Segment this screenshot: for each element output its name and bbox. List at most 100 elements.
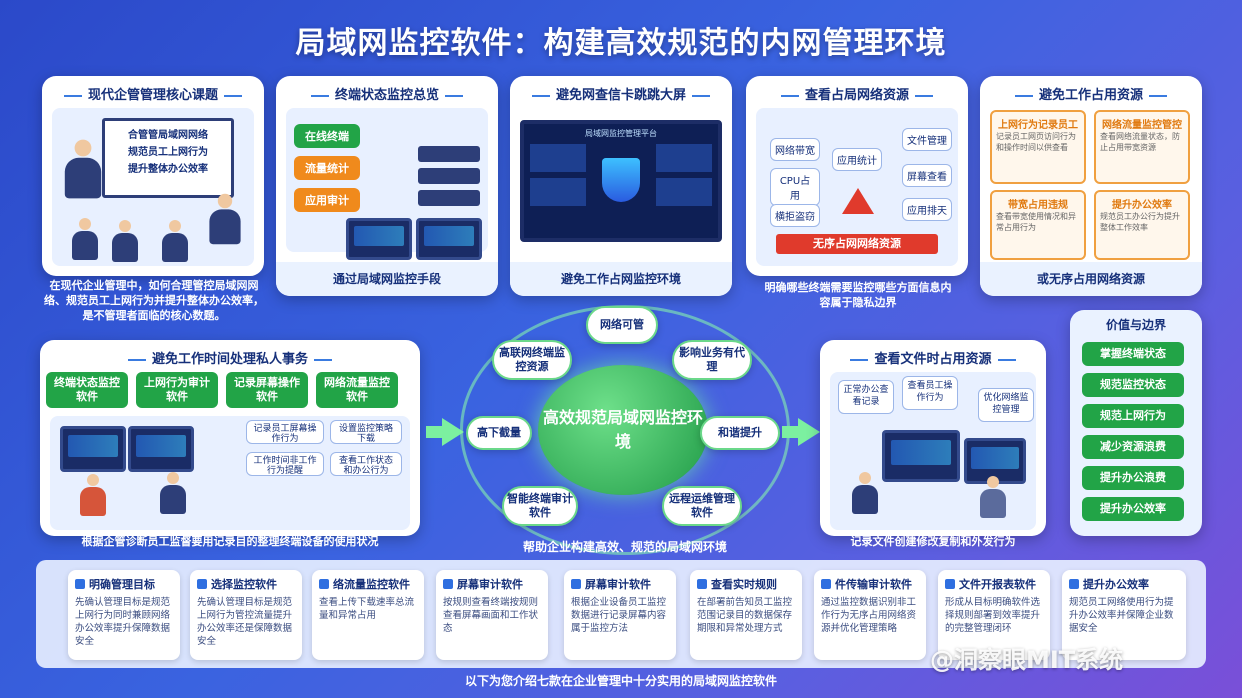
employee-person — [852, 472, 878, 514]
card-header: 避免网查信卡跳跳大屏 — [510, 76, 732, 103]
employee-person — [980, 476, 1006, 518]
value-item: 提升办公浪费 — [1082, 466, 1184, 490]
step-card: 件传输审计软件通过监控数据识别非工作行为无序占用网络资源并优化管理策略 — [814, 570, 926, 660]
step-desc: 先确认管理目标是规范上网行为同时兼顾网络办公效率提升保障数据安全 — [75, 597, 171, 647]
tag-terminal-status: 终端状态监控软件 — [46, 372, 128, 408]
note: 设置监控策略下载 — [330, 420, 402, 444]
info-box-desc: 查看网络流量状态，防止占用带宽资源 — [1100, 132, 1180, 152]
office-illustration: 正常办公查看记录 查看员工操作行为 优化网络监控管理 — [830, 372, 1036, 530]
attendee-person — [209, 193, 241, 245]
tag-behavior-audit: 上网行为审计软件 — [136, 372, 218, 408]
monitor-icon — [60, 426, 126, 472]
node-monitor-resources: 高联网终端监控资源 — [492, 340, 572, 380]
presenter-person — [64, 139, 102, 199]
speech-bubble: 查看员工操作行为 — [902, 376, 958, 410]
node-improve: 和谐提升 — [700, 416, 780, 450]
screen-title: 局域网监控管理平台 — [585, 129, 657, 138]
values-header: 价值与边界 — [1105, 318, 1166, 332]
tag-files: 文件管理 — [902, 128, 952, 151]
chart-panel — [656, 178, 712, 206]
step-title: 屏幕审计软件 — [443, 576, 541, 592]
card-header: 现代企管管理核心课题 — [42, 76, 264, 103]
card-caption: 通过局域网监控手段 — [276, 262, 498, 296]
banner-unordered: 无序占网网络资源 — [776, 234, 938, 254]
tag-app-ranking: 应用排天 — [902, 198, 952, 221]
step-title: 文件开报表软件 — [945, 576, 1043, 592]
right-mid-caption: 记录文件创建修改复制和外发行为 — [850, 535, 1016, 548]
page-title: 局域网监控软件：构建高效规范的内网管理环境 — [295, 26, 947, 61]
card-header: 终端状态监控总览 — [276, 76, 498, 103]
info-box-title: 提升办公效率 — [1112, 200, 1172, 211]
value-item: 提升办公效率 — [1082, 497, 1184, 521]
step-title: 提升办公效率 — [1069, 576, 1179, 592]
step-card: 明确管理目标先确认管理目标是规范上网行为同时兼顾网络办公效率提升保障数据安全 — [68, 570, 180, 660]
office-illustration: 记录员工屏幕操作行为 设置监控策略下载 工作时间非工作行为提醒 查看工作状态和办… — [50, 416, 410, 530]
step-card: 文件开报表软件形成从目标明确软件选择规则部署到效率提升的完整管理闭环 — [938, 570, 1050, 660]
step-desc: 形成从目标明确软件选择规则部署到效率提升的完整管理闭环 — [945, 597, 1041, 634]
tag-cpu: CPU占用 — [770, 168, 820, 206]
tag-bandwidth: 网络带宽 — [770, 138, 820, 161]
speech-bubble: 正常办公查看记录 — [838, 380, 894, 414]
value-item: 掌握终端状态 — [1082, 342, 1184, 366]
info-box: 提升办公效率 规范员工办公行为提升整体工作效率 — [1094, 190, 1190, 260]
tag-screen: 屏幕查看 — [902, 164, 952, 187]
info-box: 带宽占用违规 查看带宽使用情况和异常占用行为 — [990, 190, 1086, 260]
dashboard-screen: 局域网监控管理平台 — [520, 120, 722, 242]
tag-traffic: 流量统计 — [294, 156, 360, 180]
value-item: 规范监控状态 — [1082, 373, 1184, 397]
footer-text: 以下为您介绍七款在企业管理中十分实用的局域网监控软件 — [464, 674, 777, 688]
server-icon — [418, 190, 480, 206]
card-private-affairs: 避免工作时间处理私人事务 终端状态监控软件 上网行为审计软件 记录屏幕操作软件 … — [40, 340, 420, 536]
step-desc: 查看上传下载速率总流量和异常占用 — [319, 597, 415, 621]
step-card: 查看实时规则在部署前告知员工监控范围记录目的数据保存期限和异常处理方式 — [690, 570, 802, 660]
resource-illustration: 网络带宽 CPU占用 应用统计 横拒盗窃 文件管理 屏幕查看 应用排天 无序占网… — [756, 108, 958, 266]
chart-panel — [530, 144, 586, 172]
step-card: 屏幕审计软件按规则查看终端按规则查看屏幕画面和工作状态 — [436, 570, 548, 660]
tag-app-audit: 应用审计 — [294, 188, 360, 212]
speech-bubble: 优化网络监控管理 — [978, 388, 1034, 422]
card-avoid-resources: 避免工作占用资源 上网行为记录员工 记录员工网页访问行为和操作时间以供查看 网络… — [980, 76, 1202, 296]
info-box-title: 上网行为记录员工 — [998, 120, 1078, 131]
attendee-person — [112, 220, 138, 262]
flow-arrow-right-icon — [798, 418, 820, 446]
attendee-person — [162, 220, 188, 262]
board-line: 规范员工上网行为 — [128, 147, 208, 158]
monitor-icon — [416, 218, 482, 260]
step-card: 屏幕审计软件根据企业设备员工监控数据进行记录屏幕内容属于监控方法 — [564, 570, 676, 660]
node-download: 高下截量 — [466, 416, 532, 450]
info-box-desc: 规范员工办公行为提升整体工作效率 — [1100, 212, 1180, 232]
chart-panel — [530, 178, 586, 206]
step-title: 屏幕审计软件 — [571, 576, 669, 592]
info-box-desc: 查看带宽使用情况和异常占用行为 — [996, 212, 1076, 232]
info-box-title: 带宽占用违规 — [1008, 200, 1068, 211]
flow-arrow-right-icon — [442, 418, 464, 446]
step-card: 提升办公效率规范员工网络使用行为提升办公效率并保障企业数据安全 — [1062, 570, 1186, 660]
watermark: @洞察眼MIT系统 — [930, 646, 1124, 674]
step-title: 件传输审计软件 — [821, 576, 919, 592]
card-header: 查看占局网络资源 — [746, 76, 968, 103]
node-business: 影响业务有代理 — [672, 340, 752, 380]
card4-caption: 明确哪些终端需要监控哪些方面信息内容属于隐私边界 — [764, 281, 952, 309]
monitor-icon — [882, 430, 960, 482]
center-caption: 帮助企业构建高效、规范的局域网环境 — [522, 540, 727, 554]
monitor-icon — [346, 218, 412, 260]
server-icon — [418, 146, 480, 162]
monitor-icon — [128, 426, 194, 472]
flow-arrow-shaft — [782, 426, 800, 438]
tag-app-stats: 应用统计 — [832, 148, 882, 171]
note: 工作时间非工作行为提醒 — [246, 452, 324, 476]
board-line: 合管管局域网网络 — [128, 130, 208, 141]
card-caption: 或无序占用网络资源 — [980, 262, 1202, 296]
server-icon — [418, 168, 480, 184]
step-card: 选择监控软件先确认管理目标是规范上网行为管控流量提升办公效率还是保障数据安全 — [190, 570, 302, 660]
info-box: 网络流量监控管控 查看网络流量状态，防止占用带宽资源 — [1094, 110, 1190, 184]
card-header: 避免工作占用资源 — [980, 76, 1202, 103]
step-title: 明确管理目标 — [75, 576, 173, 592]
card-caption: 避免工作占网监控环境 — [510, 262, 732, 296]
step-title: 查看实时规则 — [697, 576, 795, 592]
step-desc: 规范员工网络使用行为提升办公效率并保障企业数据安全 — [1069, 597, 1174, 634]
tag-online: 在线终端 — [294, 124, 360, 148]
value-item: 减少资源浪费 — [1082, 435, 1184, 459]
card1-caption: 在现代企业管理中，如何合理管控局域网网络、规范员工上网行为并提升整体办公效率，是… — [44, 279, 264, 322]
card-terminal-overview: 终端状态监控总览 在线终端 流量统计 应用审计 通过局域网监控手段 — [276, 76, 498, 296]
